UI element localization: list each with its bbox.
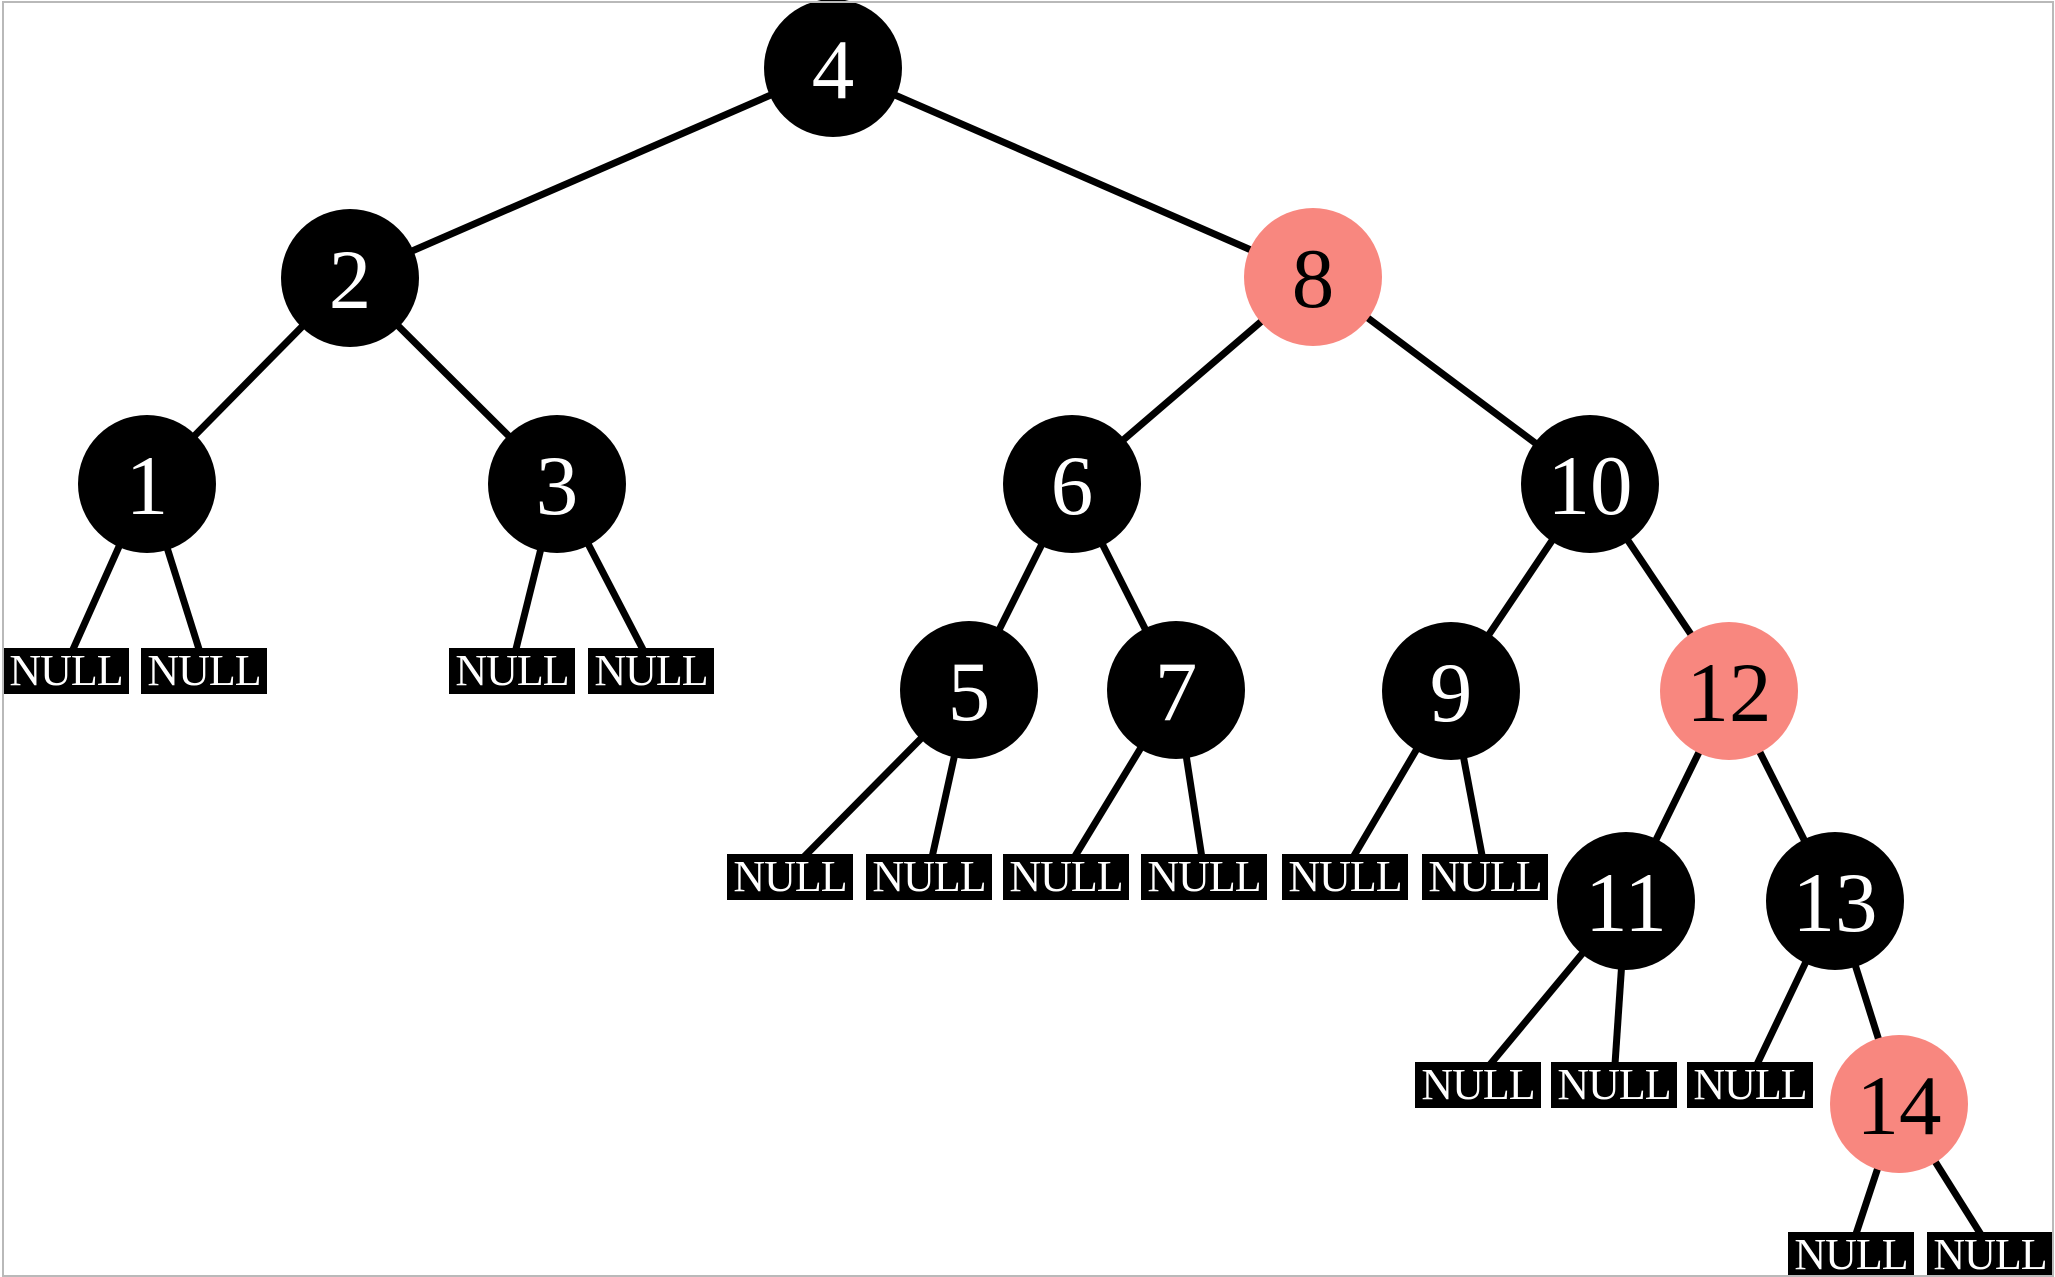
null-leaf-13-left: NULL: [1687, 1062, 1813, 1108]
null-leaf-3-right: NULL: [588, 648, 714, 694]
tree-node-9: 9: [1382, 622, 1520, 760]
tree-node-10: 10: [1521, 415, 1659, 553]
null-leaf-7-left: NULL: [1003, 854, 1129, 900]
null-leaf-3-left: NULL: [449, 648, 575, 694]
tree-node-1: 1: [78, 415, 216, 553]
null-leaf-7-right: NULL: [1141, 854, 1267, 900]
null-leaf-5-right: NULL: [866, 854, 992, 900]
tree-node-4: 4: [764, 0, 902, 137]
tree-node-11: 11: [1557, 832, 1695, 970]
tree-node-2: 2: [281, 209, 419, 347]
edge-4-8: [831, 64, 1315, 281]
tree-node-7: 7: [1107, 621, 1245, 759]
null-leaf-11-left: NULL: [1415, 1062, 1541, 1108]
null-leaf-1-right: NULL: [141, 648, 267, 694]
tree-node-8: 8: [1244, 208, 1382, 346]
tree-node-12: 12: [1660, 622, 1798, 760]
null-leaf-9-left: NULL: [1282, 854, 1408, 900]
null-leaf-5-left: NULL: [727, 854, 853, 900]
tree-node-3: 3: [488, 415, 626, 553]
null-leaf-14-right: NULL: [1927, 1232, 2053, 1277]
null-leaf-14-left: NULL: [1788, 1232, 1914, 1277]
tree-node-5: 5: [900, 621, 1038, 759]
tree-node-13: 13: [1766, 832, 1904, 970]
null-leaf-9-right: NULL: [1422, 854, 1548, 900]
edge-4-2: [348, 64, 835, 282]
null-leaf-1-left: NULL: [3, 648, 129, 694]
tree-node-6: 6: [1003, 415, 1141, 553]
null-leaf-11-right: NULL: [1551, 1062, 1677, 1108]
tree-node-14: 14: [1830, 1035, 1968, 1173]
